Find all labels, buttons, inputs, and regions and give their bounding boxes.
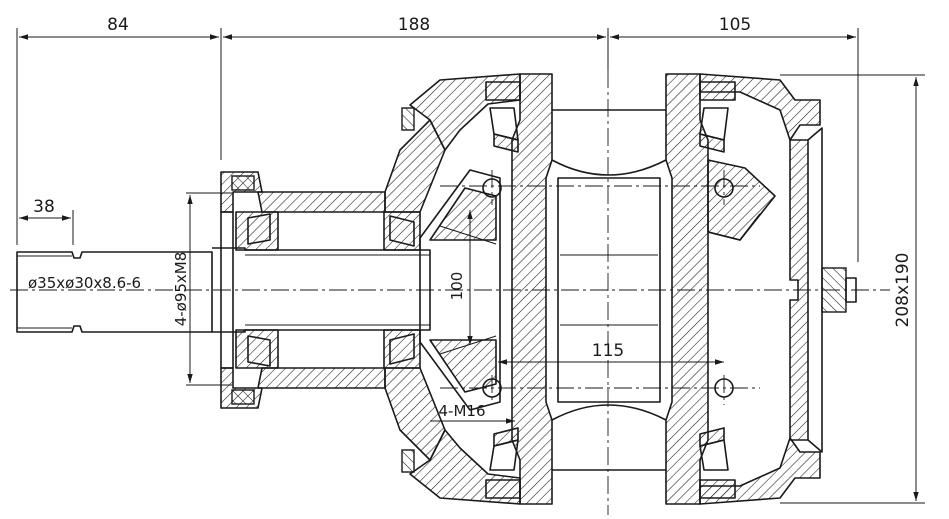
dim-shaft-overall: 84 [107, 15, 129, 35]
input-housing [220, 119, 446, 461]
dim-center-span: 188 [398, 15, 430, 35]
dim-housing-size: 208x190 [893, 253, 913, 328]
dim-mount-holes: 4-M16 [439, 402, 486, 420]
output-bearings [485, 81, 736, 499]
output-hub [511, 73, 776, 505]
mount-holes [482, 178, 734, 398]
dim-output-offset: 105 [719, 15, 751, 35]
dim-flange-pattern: 4-ø95xM8 [172, 252, 190, 327]
dim-spline-spec: ø35xø30x8.6-6 [28, 274, 141, 292]
dim-spline-length: 38 [33, 197, 55, 217]
dim-bore-length: 115 [592, 341, 624, 361]
bevel-pinion [419, 169, 501, 411]
dim-bevel-offset: 100 [448, 272, 466, 301]
